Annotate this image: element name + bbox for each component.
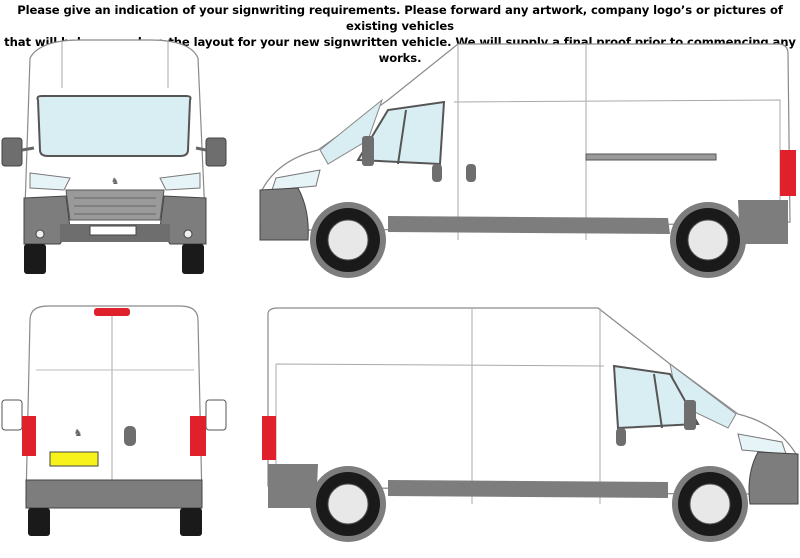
svg-text:♞: ♞: [111, 177, 119, 187]
rear-view-drawing: ♞: [1, 305, 227, 536]
right-side-view-drawing: [262, 307, 799, 542]
instructions-line-1: Please give an indication of your signwr…: [17, 3, 783, 33]
left-side-view: [258, 40, 800, 280]
left-side-view-drawing: [259, 43, 796, 278]
front-view: ♞: [0, 38, 230, 278]
rear-view: ♞: [0, 300, 230, 540]
front-view-drawing: ♞: [1, 39, 227, 274]
right-side-view: [258, 304, 800, 544]
svg-text:♞: ♞: [74, 428, 83, 439]
